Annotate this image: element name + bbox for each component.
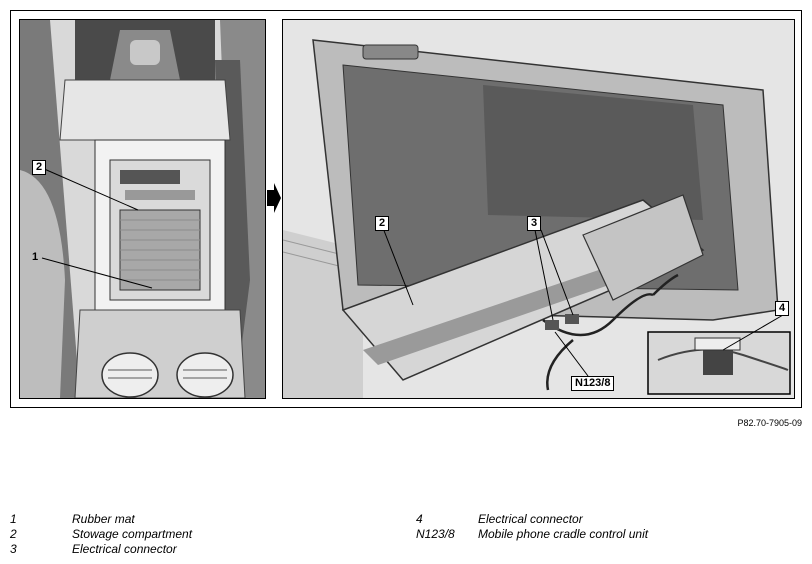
callout-3-right: 3 xyxy=(527,216,542,231)
callout-2-left: 2 xyxy=(32,160,47,175)
transition-arrow-icon xyxy=(267,183,281,213)
legend-item: 4 Electrical connector xyxy=(416,512,648,527)
figure-frame: 2 1 xyxy=(10,10,802,408)
center-console-illustration xyxy=(20,20,265,398)
legend-number: 1 xyxy=(10,512,17,526)
legend-number: N123/8 xyxy=(416,527,455,541)
callout-1-left: 1 xyxy=(32,251,39,263)
legend-number: 4 xyxy=(416,512,423,526)
legend-item: 3 Electrical connector xyxy=(10,542,192,557)
left-photo-panel: 2 1 xyxy=(19,19,266,399)
legend-text: Rubber mat xyxy=(72,512,135,526)
callout-2-right: 2 xyxy=(375,216,390,231)
legend-item: 2 Stowage compartment xyxy=(10,527,192,542)
legend-text: Electrical connector xyxy=(72,542,177,556)
legend-number: 2 xyxy=(10,527,17,541)
figure-reference-code: P82.70-7905-09 xyxy=(737,418,802,428)
right-photo-panel: 2 3 N123/8 4 xyxy=(282,19,795,399)
open-compartment-illustration xyxy=(283,20,794,398)
legend-right: 4 Electrical connector N123/8 Mobile pho… xyxy=(416,512,648,542)
legend-left: 1 Rubber mat 2 Stowage compartment 3 Ele… xyxy=(10,512,192,557)
callout-4-right: 4 xyxy=(775,301,790,316)
legend-item: N123/8 Mobile phone cradle control unit xyxy=(416,527,648,542)
legend-text: Stowage compartment xyxy=(72,527,193,541)
legend-text: Mobile phone cradle control unit xyxy=(478,527,649,541)
legend-number: 3 xyxy=(10,542,17,556)
callout-n123-8: N123/8 xyxy=(571,376,615,391)
legend-item: 1 Rubber mat xyxy=(10,512,192,527)
legend-text: Electrical connector xyxy=(478,512,583,526)
